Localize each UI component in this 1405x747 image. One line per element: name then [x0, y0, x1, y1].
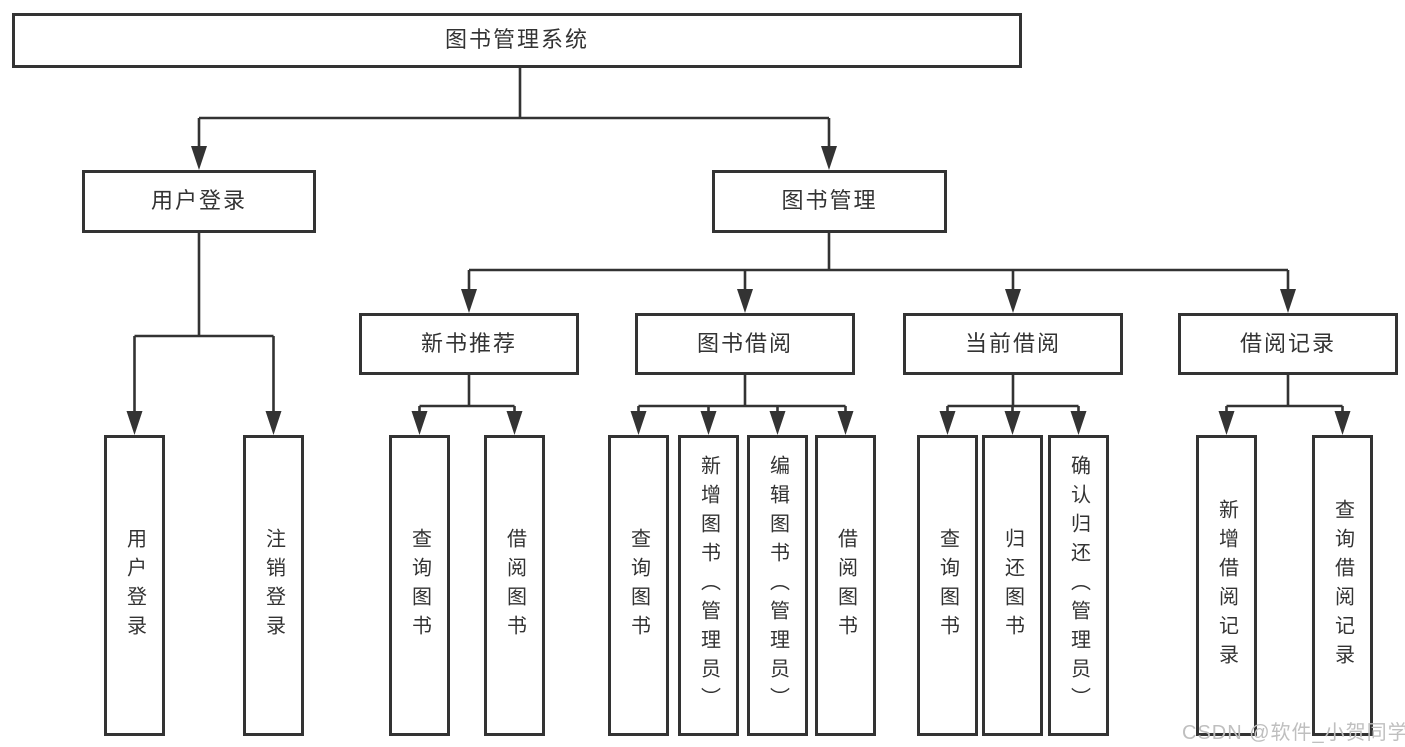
node-return-book: 归还图书 — [982, 435, 1043, 736]
node-borrow-book: 借阅图书 — [815, 435, 876, 736]
node-book-management-label: 图书管理 — [781, 188, 878, 214]
arrowhead-icon — [821, 146, 837, 170]
node-add-book-admin-label: 新增图书（管理员） — [697, 455, 720, 716]
arrowhead-icon — [191, 146, 207, 170]
node-current-borrow-label: 当前借阅 — [964, 330, 1061, 356]
node-query-book-label: 查询图书 — [936, 527, 959, 644]
node-add-book-admin: 新增图书（管理员） — [678, 435, 739, 736]
arrowhead-icon — [700, 411, 717, 435]
connector-book-management-children — [467, 233, 1290, 292]
node-query-book-label: 查询图书 — [627, 527, 650, 644]
node-query-book: 查询图书 — [389, 435, 450, 736]
arrowhead-icon — [769, 411, 786, 435]
arrowhead-icon — [1218, 411, 1235, 435]
arrowhead-icon — [1280, 289, 1296, 313]
node-root: 图书管理系统 — [12, 13, 1022, 68]
node-return-book-label: 归还图书 — [1001, 527, 1024, 644]
node-confirm-return-admin: 确认归还（管理员） — [1048, 435, 1109, 736]
arrowhead-icon — [630, 411, 647, 435]
node-confirm-return-admin-label: 确认归还（管理员） — [1067, 455, 1090, 716]
node-borrow-book-label: 借阅图书 — [834, 527, 857, 644]
arrowhead-icon — [506, 411, 523, 435]
node-add-borrow-record-label: 新增借阅记录 — [1215, 498, 1238, 673]
node-add-borrow-record: 新增借阅记录 — [1196, 435, 1257, 736]
node-edit-book-admin: 编辑图书（管理员） — [747, 435, 808, 736]
connector-borrow-records-children — [1225, 375, 1344, 413]
connector-book-borrow-children — [637, 375, 847, 413]
arrowhead-icon — [411, 411, 428, 435]
node-edit-book-admin-label: 编辑图书（管理员） — [766, 455, 789, 716]
connector-new-book-children — [418, 375, 516, 413]
node-query-borrow-record: 查询借阅记录 — [1312, 435, 1373, 736]
arrowhead-icon — [1005, 289, 1021, 313]
node-borrow-records: 借阅记录 — [1178, 313, 1398, 375]
arrowhead-icon — [1070, 411, 1087, 435]
connector-root-to-level2 — [197, 68, 831, 148]
csdn-watermark: CSDN @软件_小贺同学 — [1182, 722, 1405, 744]
node-new-book-recommend-label: 新书推荐 — [420, 330, 517, 356]
node-logout-leaf-label: 注销登录 — [262, 527, 285, 644]
node-root-label: 图书管理系统 — [444, 27, 589, 53]
arrowhead-icon — [265, 411, 282, 435]
connector-current-borrow-children — [946, 375, 1080, 413]
node-logout-leaf: 注销登录 — [243, 435, 304, 736]
node-query-book: 查询图书 — [608, 435, 669, 736]
node-borrow-book: 借阅图书 — [484, 435, 545, 736]
connector-user-login-children — [133, 233, 275, 413]
node-book-management: 图书管理 — [712, 170, 947, 233]
arrowhead-icon — [939, 411, 956, 435]
node-current-borrow: 当前借阅 — [903, 313, 1123, 375]
node-login-leaf: 用户登录 — [104, 435, 165, 736]
node-query-book-label: 查询图书 — [408, 527, 431, 644]
arrowhead-icon — [837, 411, 854, 435]
arrowhead-icon — [1334, 411, 1351, 435]
node-book-borrow-label: 图书借阅 — [696, 330, 793, 356]
node-user-login: 用户登录 — [82, 170, 316, 233]
node-borrow-records-label: 借阅记录 — [1239, 330, 1336, 356]
node-query-borrow-record-label: 查询借阅记录 — [1331, 498, 1354, 673]
arrowhead-icon — [461, 289, 477, 313]
arrowhead-icon — [1004, 411, 1021, 435]
arrowhead-icon — [126, 411, 143, 435]
node-new-book-recommend: 新书推荐 — [359, 313, 579, 375]
arrowhead-icon — [737, 289, 753, 313]
node-query-book: 查询图书 — [917, 435, 978, 736]
node-user-login-label: 用户登录 — [150, 188, 247, 214]
node-book-borrow: 图书借阅 — [635, 313, 855, 375]
node-borrow-book-label: 借阅图书 — [503, 527, 526, 644]
node-login-leaf-label: 用户登录 — [123, 527, 146, 644]
